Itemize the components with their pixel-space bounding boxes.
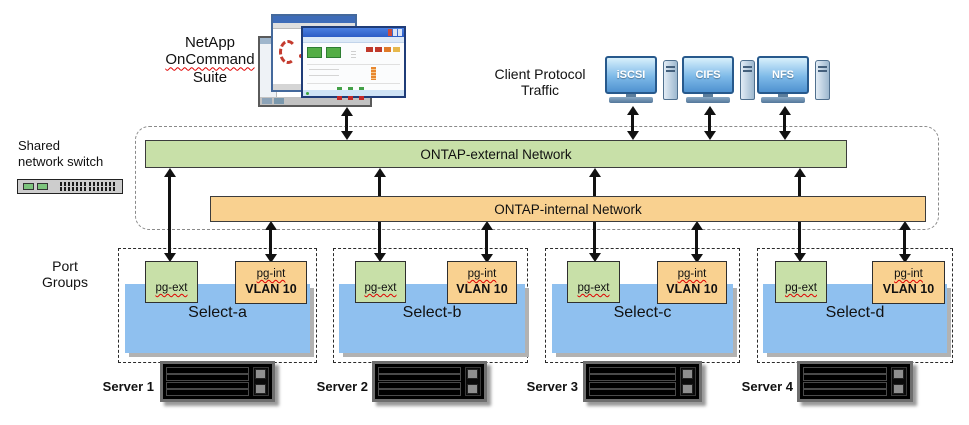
ports-icon: [60, 182, 86, 191]
node-label: Select-a: [188, 303, 247, 321]
client-label: iSCSI: [616, 69, 646, 81]
arrow-nfs-external: [778, 106, 791, 140]
port-groups-line1: Port: [52, 258, 78, 274]
client-nfs: NFS: [757, 56, 835, 106]
vlan-label: VLAN 10: [882, 281, 935, 296]
pg-int-label: pg-int: [677, 268, 707, 281]
external-network-label: ONTAP-external Network: [420, 146, 572, 162]
window-titlebar: [303, 28, 404, 37]
client-iscsi: iSCSI: [605, 56, 683, 106]
node-label: Select-d: [825, 303, 885, 321]
led-icon: [23, 183, 34, 190]
server-label-2: Server 2: [316, 379, 368, 394]
client-traffic-line2: Traffic: [520, 82, 560, 99]
shared-switch-label: Shared network switch: [18, 138, 103, 169]
oncommand-line3: Suite: [192, 68, 228, 86]
switch-label-line2: network switch: [18, 153, 104, 169]
server-label-4: Server 4: [741, 379, 793, 394]
pg-int-label: pg-int: [256, 268, 286, 281]
oncommand-window-front: [301, 26, 406, 100]
arrow-internal-pgint-2: [480, 221, 493, 263]
pg-ext-label: pg-ext: [785, 282, 817, 294]
oncommand-suite-label: NetApp OnCommand Suite: [150, 34, 270, 86]
status-green-tile: [307, 47, 322, 58]
pg-ext-box-4: pg-ext: [775, 261, 827, 303]
pg-int-box-1: pg-int VLAN 10: [235, 261, 307, 304]
pg-int-box-2: pg-int VLAN 10: [447, 261, 517, 304]
window-titlebar: [273, 16, 355, 23]
tower-icon: [740, 60, 755, 100]
port-groups-label: Port Groups: [25, 258, 105, 290]
gauge-chart-icon: [279, 40, 297, 64]
pg-ext-box-3: pg-ext: [567, 261, 620, 303]
status-green-tile: [326, 47, 341, 58]
server-label-3: Server 3: [526, 379, 578, 394]
port-groups-line2: Groups: [42, 274, 88, 291]
arrow-internal-pgint-3: [690, 221, 703, 263]
oncommand-line2: OnCommand: [165, 51, 255, 69]
tower-icon: [815, 60, 830, 100]
server-rack-3: [583, 361, 702, 402]
server-label-1: Server 1: [102, 379, 154, 394]
arrow-iscsi-external: [626, 106, 639, 140]
monitor-icon: iSCSI: [605, 56, 657, 94]
server-rack-4: [797, 361, 913, 402]
window-statusbar: [303, 90, 404, 96]
arrow-external-pgext-1: [163, 168, 176, 262]
internal-network-bar: ONTAP-internal Network: [210, 196, 926, 222]
monitor-icon: CIFS: [682, 56, 734, 94]
client-label: CIFS: [695, 69, 721, 81]
tower-icon: [663, 60, 678, 100]
arrow-internal-pgint-4: [898, 221, 911, 263]
switch-label-line1: Shared: [18, 138, 60, 153]
network-container: [135, 126, 939, 230]
window-taskbar: [260, 97, 370, 105]
pg-int-box-3: pg-int VLAN 10: [657, 261, 727, 304]
client-cifs: CIFS: [682, 56, 760, 106]
pg-int-box-4: pg-int VLAN 10: [872, 261, 945, 304]
pg-ext-label: pg-ext: [155, 282, 188, 294]
ports-icon: [89, 182, 115, 191]
pg-int-label: pg-int: [894, 268, 923, 281]
pg-int-label: pg-int: [467, 268, 497, 281]
oncommand-line1: NetApp: [184, 34, 236, 51]
arrow-oncommand-external: [340, 107, 353, 140]
led-icon: [37, 183, 48, 190]
vlan-label: VLAN 10: [456, 281, 508, 296]
pg-ext-box-2: pg-ext: [355, 261, 406, 303]
alert-bars-icon: [366, 47, 400, 52]
client-traffic-line1: Client Protocol: [494, 66, 586, 82]
server-rack-1: [160, 361, 275, 402]
node-label: Select-c: [613, 303, 672, 321]
arrow-cifs-external: [703, 106, 716, 140]
server-rack-2: [372, 361, 487, 402]
vlan-label: VLAN 10: [666, 281, 718, 296]
monitor-icon: NFS: [757, 56, 809, 94]
stacked-bar-icon: [371, 67, 376, 80]
client-label: NFS: [772, 69, 794, 81]
arrow-internal-pgint-1: [264, 221, 277, 263]
switch-icon: [17, 179, 123, 194]
external-network-bar: ONTAP-external Network: [145, 140, 847, 168]
client-protocol-traffic-label: Client Protocol Traffic: [478, 66, 602, 98]
pg-ext-label: pg-ext: [577, 282, 610, 294]
pg-ext-box-1: pg-ext: [145, 261, 198, 303]
vlan-label: VLAN 10: [245, 281, 297, 296]
pg-ext-label: pg-ext: [364, 282, 397, 294]
node-label: Select-b: [402, 303, 462, 321]
internal-network-label: ONTAP-internal Network: [494, 201, 642, 217]
